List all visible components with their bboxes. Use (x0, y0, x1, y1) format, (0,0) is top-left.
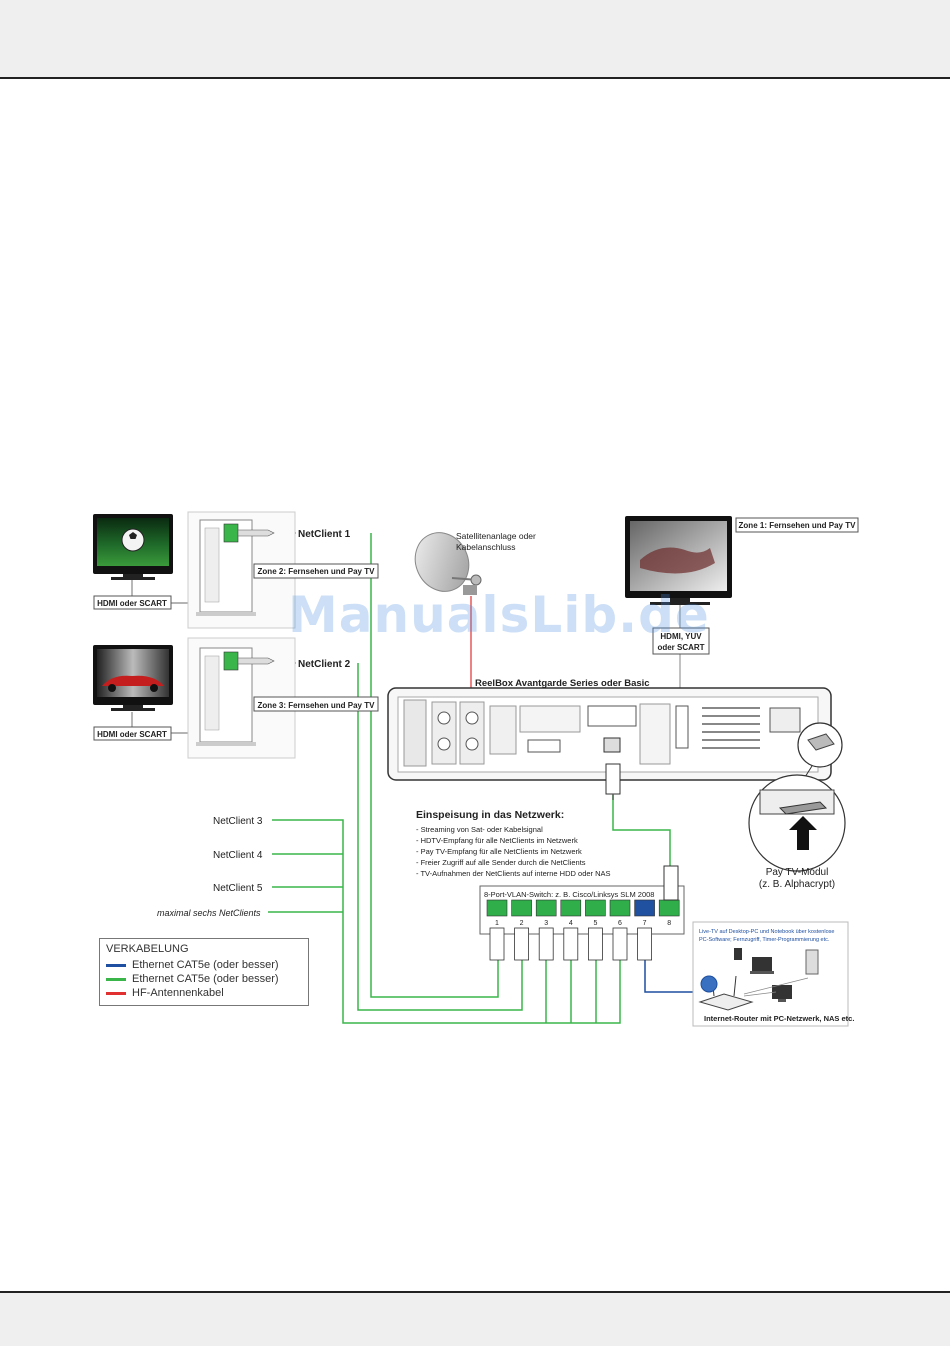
legend-label: Ethernet CAT5e (oder besser) (132, 959, 279, 971)
cable-netclient-1 (370, 533, 499, 998)
hdmi-yuv-line2: oder SCART (657, 643, 704, 652)
legend-swatch-red (106, 991, 126, 995)
switch-port-2 (511, 899, 532, 917)
netclient-5-label: NetClient 5 (213, 883, 263, 894)
feed-item-5: - TV-Aufnahmen der NetClients auf intern… (416, 869, 611, 878)
netclient-1-label: NetClient 1 (298, 529, 351, 540)
ethernet-plug (563, 927, 579, 961)
satellite-label-line2: Kabelanschluss (456, 542, 516, 552)
switch-uplink-plug (663, 865, 679, 901)
switch-port-1 (486, 899, 508, 917)
page-header-band (0, 0, 950, 79)
switch-port-number: 5 (593, 920, 597, 927)
paytv-label-line1: Pay TV-Modul (766, 867, 829, 878)
reelbox-ethernet-plug (605, 763, 621, 800)
paytv-label-line2: (z. B. Alphacrypt) (759, 879, 835, 890)
watermark: ManualsLib.de (288, 586, 710, 644)
paytv-module-detail (748, 722, 846, 872)
switch-title: 8-Port-VLAN-Switch: z. B. Cisco/Linksys … (484, 890, 654, 899)
reelbox-device (387, 687, 832, 781)
feed-title: Einspeisung in das Netzwerk: (416, 809, 564, 821)
router-top-line2: PC-Software; Fernzugriff, Timer-Programm… (699, 937, 830, 943)
page-footer-band (0, 1291, 950, 1346)
netclient-4-label: NetClient 4 (213, 850, 263, 861)
ethernet-plug (489, 927, 505, 961)
legend-item-blue: Ethernet CAT5e (oder besser) (106, 959, 306, 973)
switch-port-6 (609, 899, 631, 917)
blue-cable-router (644, 960, 700, 993)
satellite-dish-icon (414, 532, 482, 595)
router-caption: Internet-Router mit PC-Netzwerk, NAS etc… (704, 1014, 854, 1023)
legend-swatch-green (106, 977, 126, 981)
zone-2-label: Zone 2: Fernsehen und Pay TV (258, 567, 376, 576)
feed-item-4: - Freier Zugriff auf alle Sender durch d… (416, 858, 586, 867)
legend-label: HF-Antennenkabel (132, 987, 224, 999)
cable-netclient-2 (357, 663, 523, 1011)
switch-port-number: 6 (618, 920, 622, 927)
netclient-3-label: NetClient 3 (213, 816, 263, 827)
switch-port-number: 4 (569, 920, 573, 927)
zone-1-label: Zone 1: Fernsehen und Pay TV (739, 521, 857, 530)
green-cables (268, 532, 671, 1024)
feed-item-3: - Pay TV-Empfang für alle NetClients im … (416, 847, 582, 856)
switch-port-number: 2 (520, 920, 524, 927)
cabling-legend: VERKABELUNG Ethernet CAT5e (oder besser)… (99, 938, 309, 1006)
ethernet-plug (538, 927, 554, 961)
switch-plugs (489, 927, 652, 961)
hdmi-scart-label-2: HDMI oder SCART (97, 730, 167, 739)
cable-reelbox-to-switch (612, 795, 671, 872)
router-panel (692, 921, 849, 1027)
reelbox-label: ReelBox Avantgarde Series oder Basic (475, 678, 650, 689)
tv-zone-3 (93, 645, 173, 711)
switch-port-number: 7 (643, 920, 647, 927)
switch-port-4 (560, 899, 582, 917)
netclient-2-label: NetClient 2 (298, 659, 351, 670)
switch-port-8 (658, 899, 680, 917)
legend-item-red: HF-Antennenkabel (106, 987, 306, 1001)
hdmi-yuv-line1: HDMI, YUV (660, 632, 702, 641)
legend-item-green: Ethernet CAT5e (oder besser) (106, 973, 306, 987)
tv-zone-1 (625, 516, 732, 605)
router-top-line1: Live-TV auf Desktop-PC und Notebook über… (699, 929, 834, 935)
feed-item-1: - Streaming von Sat- oder Kabelsignal (416, 825, 543, 834)
zone-3-label: Zone 3: Fernsehen und Pay TV (258, 701, 376, 710)
legend-title: VERKABELUNG (106, 943, 189, 955)
switch-port-3 (535, 899, 557, 917)
legend-swatch-blue (106, 963, 126, 967)
switch-port-number: 1 (495, 920, 499, 927)
feed-item-2: - HDTV-Empfang für alle NetClients im Ne… (416, 836, 578, 845)
switch-port-5 (585, 899, 606, 917)
netclient-max-label: maximal sechs NetClients (157, 908, 261, 918)
ethernet-plug (637, 927, 652, 961)
tv-zone-2 (93, 514, 173, 580)
legend-label: Ethernet CAT5e (oder besser) (132, 973, 279, 985)
ethernet-plug (514, 927, 529, 961)
satellite-label-line1: Satellitenanlage oder (456, 531, 536, 541)
switch-port-7 (634, 899, 655, 917)
hdmi-scart-label-1: HDMI oder SCART (97, 599, 167, 608)
ethernet-plug (612, 927, 628, 961)
switch-port-number: 8 (667, 920, 671, 927)
switch-ports: 1 2 3 4 5 6 7 8 (486, 899, 680, 927)
switch-port-number: 3 (544, 920, 548, 927)
cable-netclient-3 (272, 819, 621, 1024)
ethernet-plug (588, 927, 603, 961)
